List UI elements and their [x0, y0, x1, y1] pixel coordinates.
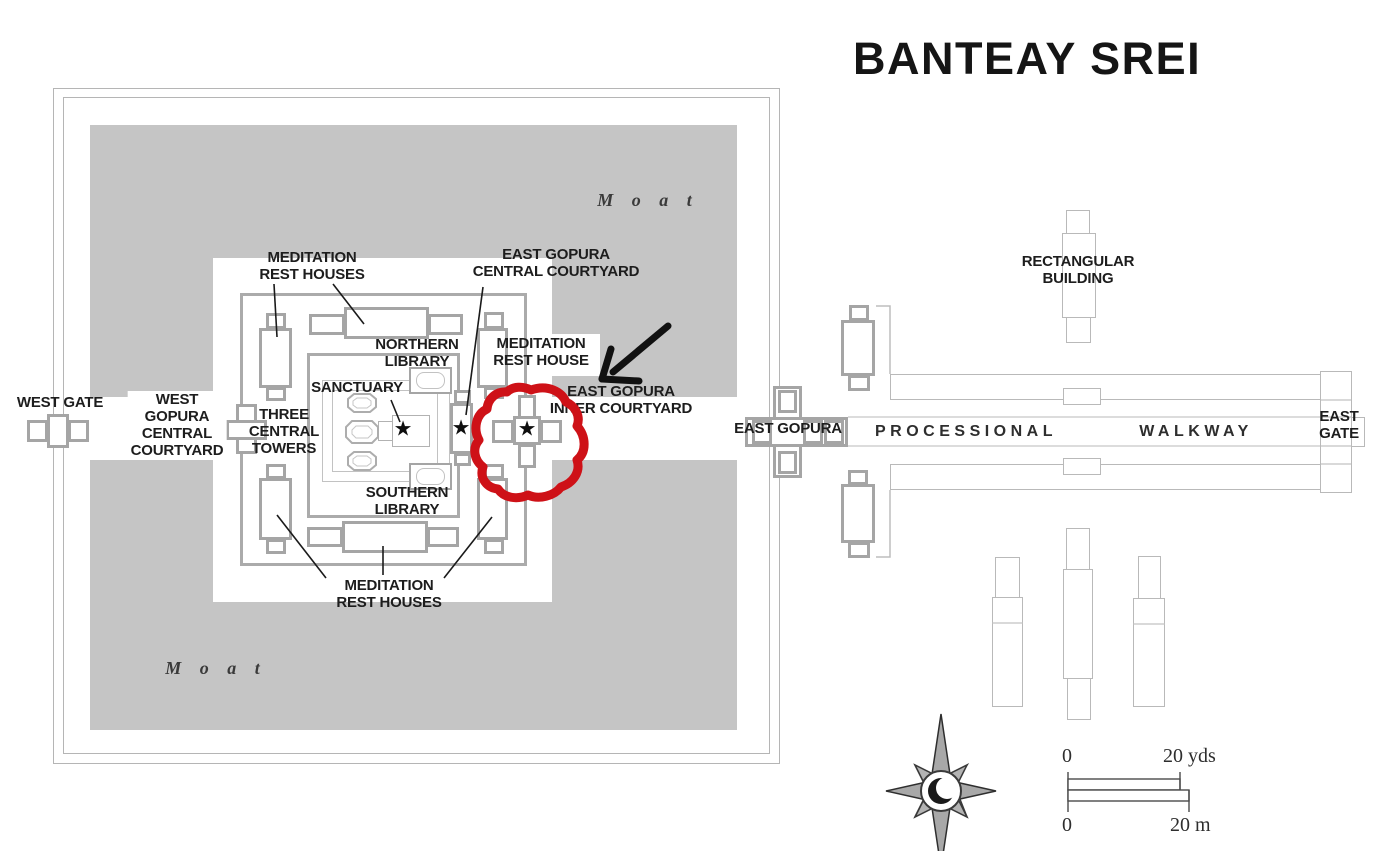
inner-courtyard-east-gopura-bottom: [518, 444, 536, 468]
south-gallery-left-cap: [307, 527, 343, 547]
scale-top-max: 20 yds: [1163, 745, 1216, 767]
walkway-south-pavilion: [1063, 458, 1101, 475]
label-processional: PROCESSIONAL: [874, 423, 1058, 440]
south-building-3: [1133, 598, 1165, 707]
rectangular-building: [1062, 233, 1096, 318]
south-building-2: [1063, 569, 1093, 679]
label-rectangular-building: RECTANGULAR BUILDING: [1021, 253, 1135, 287]
map-scale: [1067, 772, 1190, 812]
rest-house-ne-cap-top: [484, 312, 504, 329]
north-annex: [841, 320, 875, 376]
label-three-central-towers: THREE CENTRAL TOWERS: [248, 406, 320, 457]
east-gopura-arm-right2: [824, 420, 844, 444]
north-gallery: [344, 307, 429, 339]
rest-house-se: [477, 478, 508, 540]
east-gopura-arm-right1: [803, 420, 823, 444]
west-gopura-structure-horizontal: [226, 420, 267, 440]
label-east-gopura-inner-courtyard: EAST GOPURA INNER COURTYARD: [549, 383, 693, 417]
west-gate-structure: [47, 414, 69, 448]
label-moat-bottom: M o a t: [165, 658, 267, 678]
southern-library-inner: [416, 468, 445, 485]
east-gate-side-room: [1351, 417, 1365, 447]
label-west-gopura: WEST GOPURA CENTRAL COURTYARD: [127, 391, 227, 459]
moat-north: [90, 125, 737, 258]
central-courtyard-east-gopura-cap-bottom: [454, 453, 471, 466]
west-gate-right-arm: [68, 420, 89, 442]
inner-courtyard-east-gopura-left: [492, 420, 514, 443]
compass-rose-icon: [885, 713, 997, 851]
rest-house-sw: [259, 478, 292, 540]
rest-house-sw-cap-bottom: [266, 539, 286, 554]
rectangular-building-cap-bottom: [1066, 317, 1091, 343]
label-east-gate: EAST GATE: [1319, 408, 1359, 442]
south-building-2-cap: [1066, 528, 1090, 570]
label-moat-top: M o a t: [597, 190, 699, 210]
east-gopura-cap-top: [778, 390, 797, 413]
moat-west-upper: [90, 258, 213, 397]
rectangular-building-cap-top: [1066, 210, 1090, 234]
south-gallery: [342, 521, 428, 553]
moat-west-lower: [90, 460, 213, 602]
south-annex-cap-top: [848, 470, 868, 485]
walkway-south-gallery: [890, 464, 1333, 490]
scale-bottom-zero: 0: [1062, 814, 1072, 836]
label-meditation-rest-houses-nw: MEDITATION REST HOUSES: [259, 249, 365, 283]
rest-house-nw-cap-bottom: [266, 387, 286, 401]
label-meditation-rest-house-east: MEDITATION REST HOUSE: [493, 335, 589, 369]
label-east-gopura: EAST GOPURA: [734, 420, 842, 437]
walkway-north-gallery: [890, 374, 1333, 400]
scale-bottom-max: 20 m: [1170, 814, 1211, 836]
north-gallery-right-cap: [428, 314, 463, 335]
page-title: BANTEAY SREI: [853, 33, 1202, 84]
south-building-1: [992, 597, 1023, 707]
label-meditation-rest-houses-south: MEDITATION REST HOUSES: [336, 577, 442, 611]
south-annex-cap-bottom: [848, 542, 870, 558]
north-annex-cap-bottom: [848, 375, 870, 391]
moat-east-lower: [552, 460, 737, 602]
inner-gopura-star-marker: ★: [517, 417, 537, 441]
north-gallery-left-cap: [309, 314, 345, 335]
label-walkway: WALKWAY: [1139, 423, 1253, 440]
label-east-gopura-central-courtyard: EAST GOPURA CENTRAL COURTYARD: [472, 246, 640, 280]
sanctuary-platform-inner: [332, 390, 438, 472]
central-gopura-star-marker: ★: [451, 416, 471, 440]
east-gopura-cap-bottom: [778, 451, 797, 474]
rest-house-sw-cap-top: [266, 464, 286, 479]
northern-library-inner: [416, 372, 445, 389]
label-west-gate: WEST GATE: [16, 394, 104, 411]
west-gate-left-arm: [27, 420, 48, 442]
label-sanctuary: SANCTUARY: [311, 379, 403, 396]
inner-courtyard-east-gopura-right: [540, 420, 562, 443]
south-annex: [841, 484, 875, 543]
sanctuary-platform: [322, 380, 450, 482]
moat-south: [90, 602, 737, 730]
rest-house-se-cap-bottom: [484, 539, 504, 554]
rest-house-ne-cap-bottom: [484, 387, 504, 399]
label-southern-library: SOUTHERN LIBRARY: [365, 484, 449, 518]
label-northern-library: NORTHERN LIBRARY: [375, 336, 459, 370]
sanctuary-star-marker: ★: [393, 417, 413, 441]
central-courtyard-east-gopura-cap-top: [454, 390, 471, 404]
rest-house-se-cap-top: [484, 464, 504, 479]
south-building-1-cap: [995, 557, 1020, 598]
south-gallery-right-cap: [427, 527, 459, 547]
rest-house-nw-cap-top: [266, 313, 286, 329]
east-gopura-arm-left: [752, 420, 772, 444]
scale-top-zero: 0: [1062, 745, 1072, 767]
south-building-2-cap-bottom: [1067, 678, 1091, 720]
south-building-3-cap: [1138, 556, 1161, 599]
north-annex-cap-top: [849, 305, 869, 321]
walkway-north-pavilion: [1063, 388, 1101, 405]
rest-house-nw: [259, 328, 292, 388]
